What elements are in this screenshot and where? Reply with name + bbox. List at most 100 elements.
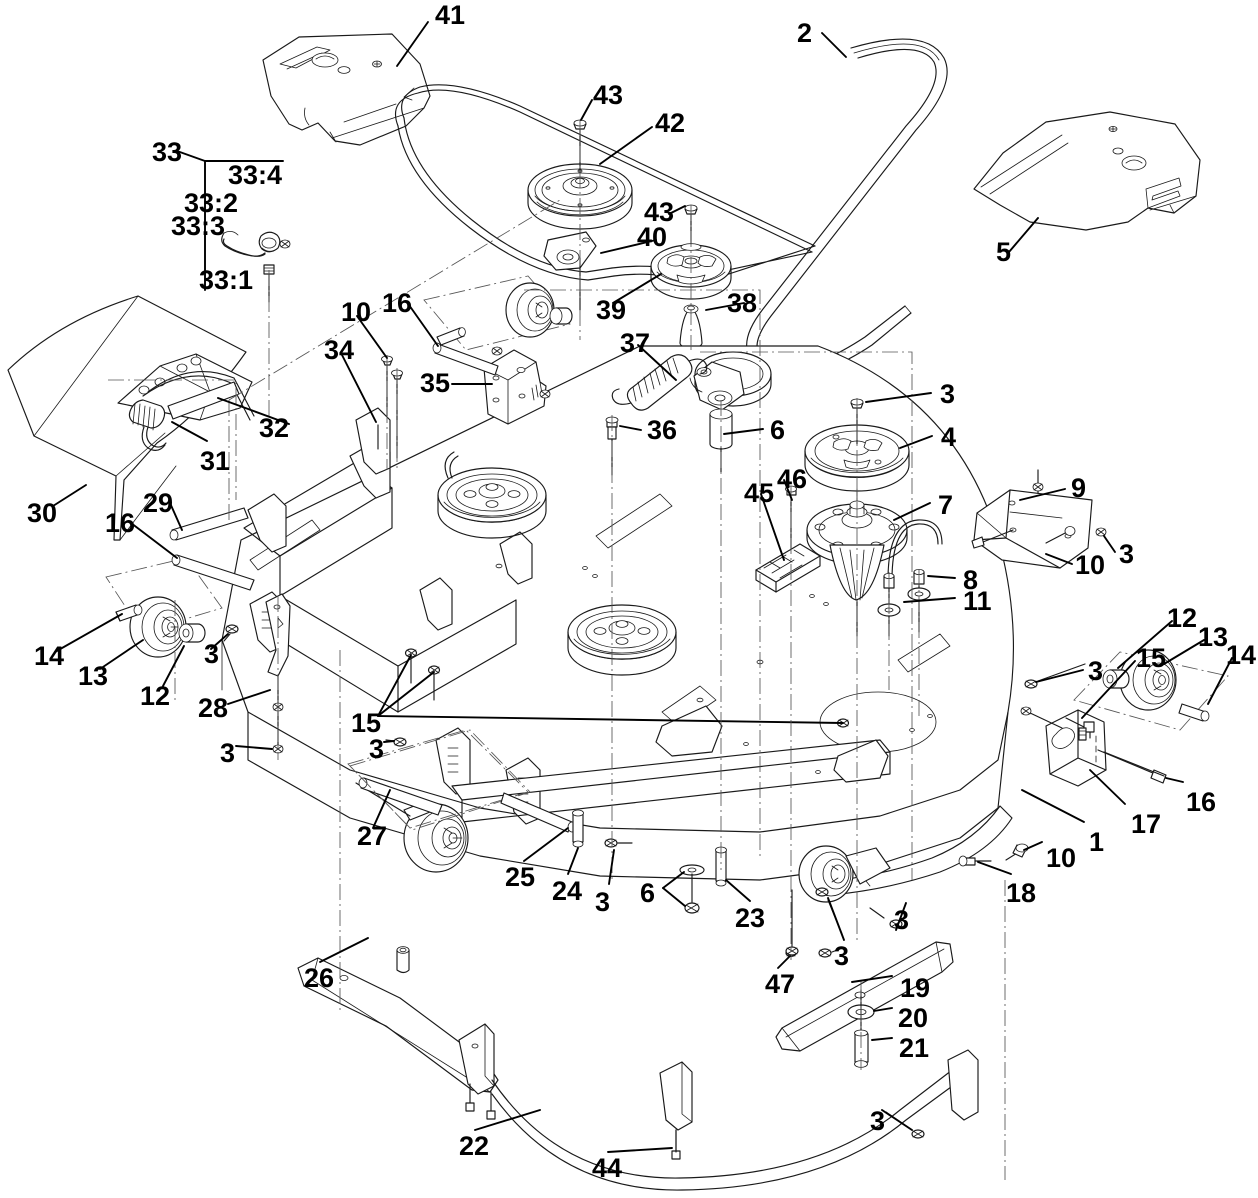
callout-30: 30 [27,498,58,528]
leader-lines [52,21,1233,1153]
part-16-rod-left [171,554,255,591]
part-31-spring [128,399,167,451]
callout-21: 21 [899,1033,930,1063]
callout-31: 31 [200,446,231,476]
callout-3: 3 [369,734,385,764]
callout-12: 12 [1167,603,1198,633]
part-5-belt-cover [973,111,1201,231]
callout-33-3: 33:3 [171,211,226,241]
part-33-2-clamp [258,231,281,253]
callout-13: 13 [1198,622,1229,652]
callout-38: 38 [727,288,758,318]
wheel-assembly-upper-left [423,275,573,351]
callout-22: 22 [459,1131,490,1161]
part-15-bolts [377,648,850,728]
part-10-bolt-right [1005,843,1029,861]
callout-23: 23 [735,903,766,933]
deck-spindle-pulley-center [567,604,677,676]
callout-32: 32 [259,413,290,443]
callout-14: 14 [1226,640,1257,670]
callout-34: 34 [324,335,355,365]
part-17-caster-bracket [1020,706,1167,787]
callout-3: 3 [1088,656,1104,686]
deck-spindle-pulley-left [437,451,547,539]
callout-15: 15 [1136,643,1167,673]
callout-10: 10 [1046,843,1077,873]
assembly-centerlines [174,120,1006,1180]
callout-45: 45 [744,478,775,508]
part-34-hanger-bracket [355,407,391,475]
part-37-extension-spring [611,354,708,411]
part-6-washer-nut [662,864,705,914]
wheel-assembly-right [1073,649,1229,731]
callout-16: 16 [1186,787,1217,817]
callout-24: 24 [552,876,583,906]
callout-17: 17 [1131,809,1162,839]
callout-2: 2 [797,18,813,48]
callout-43: 43 [593,80,624,110]
callout-33-4: 33:4 [228,160,283,190]
part-35-bracket [483,346,551,425]
part-18-bolt [958,855,992,867]
callout-41: 41 [435,0,466,30]
deck-caster-front-right [798,845,891,903]
part-22-skirt [491,1049,979,1191]
callout-40: 40 [637,222,668,252]
part-33-3-rod [221,231,266,257]
callout-3: 3 [894,905,910,935]
part-16-rod-right [1103,751,1165,777]
callout-33: 33 [152,137,183,167]
part-23-bolt [715,846,727,887]
callout-3: 3 [595,887,611,917]
callout-7: 7 [938,490,954,520]
part-9-bracket [971,469,1107,569]
callout-19: 19 [900,973,931,1003]
callout-28: 28 [198,693,229,723]
callout-14: 14 [34,641,65,671]
callout-35: 35 [420,368,451,398]
callout-33-1: 33:1 [199,265,254,295]
callout-20: 20 [898,1003,929,1033]
callout-11: 11 [963,586,992,616]
part-24-bolt [572,809,584,848]
callout-18: 18 [1006,878,1037,908]
part-33-4-screw [279,239,291,249]
callout-12: 12 [140,681,171,711]
callout-9: 9 [1071,473,1087,503]
part-15-stud-right [1078,727,1087,741]
callout-8: 8 [963,565,979,595]
callout-33-2: 33:2 [184,188,239,218]
part-26-roller-bar [297,946,499,1120]
callout-1: 1 [1089,827,1105,857]
part-19-blade [775,941,954,1052]
callout-3: 3 [1119,539,1135,569]
callout-3: 3 [220,738,236,768]
callout-46: 46 [777,464,808,494]
callout-39: 39 [596,295,627,325]
section-boundaries [108,199,913,880]
callout-3: 3 [870,1106,886,1136]
callout-25: 25 [505,862,536,892]
callout-10: 10 [341,297,372,327]
callout-16: 16 [105,508,136,538]
part-47-nut [785,889,799,956]
callout-4: 4 [941,422,957,452]
callout-26: 26 [304,963,335,993]
callout-3: 3 [834,941,850,971]
callout-3: 3 [940,379,956,409]
callout-42: 42 [655,108,686,138]
callout-36: 36 [647,415,678,445]
callout-3: 3 [204,639,220,669]
callout-44: 44 [592,1153,623,1183]
part-41-belt-cover [262,33,431,146]
part-16-rod-upper-left [432,342,499,376]
callout-16: 16 [382,288,413,318]
callout-37: 37 [620,328,651,358]
part-6-idler-assembly [689,351,772,473]
callout-47: 47 [765,969,796,999]
callout-10: 10 [1075,550,1106,580]
callout-27: 27 [357,821,388,851]
callout-6: 6 [640,878,656,908]
